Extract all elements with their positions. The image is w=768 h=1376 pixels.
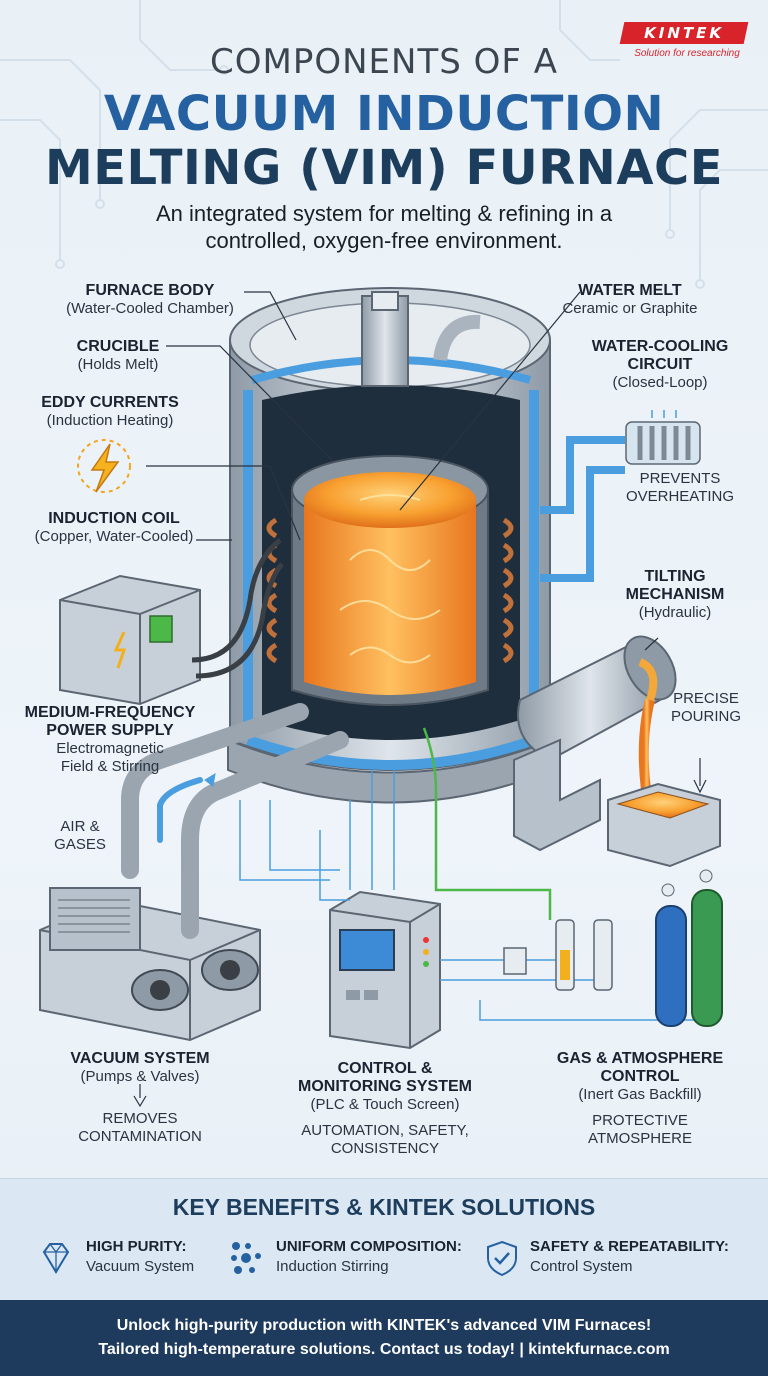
- label-gas-atmosphere: GAS & ATMOSPHERE CONTROL (Inert Gas Back…: [556, 1050, 724, 1147]
- benefit-uniform-composition: UNIFORM COMPOSITION: Induction Stirring: [226, 1238, 476, 1282]
- diamond-icon: [42, 1243, 70, 1274]
- label-tilting-mechanism: TILTING MECHANISM (Hydraulic): [625, 568, 725, 621]
- label-furnace-body: FURNACE BODY (Water-Cooled Chamber): [66, 282, 234, 317]
- footer-banner: Unlock high-purity production with KINTE…: [0, 1300, 768, 1376]
- shield-check-icon: [487, 1240, 517, 1277]
- vacuum-pump-unit: [39, 887, 261, 1042]
- benefit-sub: Vacuum System: [86, 1258, 195, 1275]
- gas-cylinders: [503, 869, 723, 1027]
- benefits-panel: [0, 1178, 768, 1301]
- benefit-sub: Induction Stirring: [276, 1258, 389, 1275]
- label-water-melt: WATER MELT Ceramic or Graphite: [562, 282, 698, 317]
- benefit-title: HIGH PURITY:: [86, 1238, 187, 1255]
- benefit-safety-repeatability: SAFETY & REPEATABILITY: Control System: [482, 1238, 752, 1282]
- label-control-system: CONTROL & MONITORING SYSTEM (PLC & Touch…: [298, 1060, 472, 1157]
- label-vacuum-system: VACUUM SYSTEM (Pumps & Valves) REMOVES C…: [70, 1050, 210, 1145]
- crucible: [291, 455, 489, 706]
- logo-tagline: Solution for researching: [634, 48, 740, 59]
- label-water-cooling-circuit: WATER-COOLING CIRCUIT (Closed-Loop): [591, 338, 729, 391]
- subtitle: An integrated system for melting & refin…: [155, 201, 613, 253]
- benefit-title: SAFETY & REPEATABILITY:: [530, 1238, 729, 1255]
- benefit-title: UNIFORM COMPOSITION:: [276, 1238, 462, 1255]
- water-cooling-circuit: [540, 436, 625, 582]
- label-crucible: CRUCIBLE (Holds Melt): [76, 338, 160, 373]
- tilting-mechanism: [513, 635, 677, 852]
- radiator-icon: [625, 410, 701, 465]
- label-air-gases: AIR & GASES: [54, 818, 106, 853]
- benefit-high-purity: HIGH PURITY: Vacuum System: [36, 1238, 226, 1282]
- mold-box: [607, 782, 721, 868]
- footer-line-2[interactable]: Tailored high-temperature solutions. Con…: [98, 1341, 670, 1358]
- kintek-logo: KINTEK Solution for researching: [619, 22, 752, 68]
- label-eddy-currents: EDDY CURRENTS (Induction Heating): [41, 394, 179, 429]
- control-signal-arrows: [239, 770, 700, 1021]
- power-supply-cabinet: [59, 538, 284, 706]
- leader-lines: [139, 291, 701, 1098]
- vacuum-arrow-icon: [133, 1095, 147, 1108]
- control-cabinet: [329, 890, 441, 1050]
- pretitle: COMPONENTS OF A: [210, 42, 558, 82]
- benefit-sub: Control System: [530, 1258, 633, 1275]
- dots-icon: [231, 1242, 261, 1274]
- label-induction-coil: INDUCTION COIL (Copper, Water-Cooled): [34, 510, 194, 545]
- title-line-2: MELTING (VIM) FURNACE: [45, 140, 723, 196]
- title-line-1: VACUUM INDUCTION: [103, 86, 665, 142]
- induction-coil: [266, 517, 514, 664]
- label-power-supply: MEDIUM-FREQUENCY POWER SUPPLY Electromag…: [24, 704, 196, 775]
- footer-line-1: Unlock high-purity production with KINTE…: [116, 1317, 652, 1334]
- pouring-arrow-icon: [693, 779, 707, 794]
- benefits-title: KEY BENEFITS & KINTEK SOLUTIONS: [172, 1194, 596, 1220]
- label-precise-pouring: PRECISE POURING: [670, 690, 741, 725]
- top-feed-pipe: [361, 291, 481, 387]
- vacuum-pipes: [121, 703, 349, 939]
- label-prevents-overheating: PREVENTS OVERHEATING: [625, 470, 735, 505]
- eddy-current-bolt-icon: [77, 439, 131, 493]
- gas-line: [422, 727, 552, 920]
